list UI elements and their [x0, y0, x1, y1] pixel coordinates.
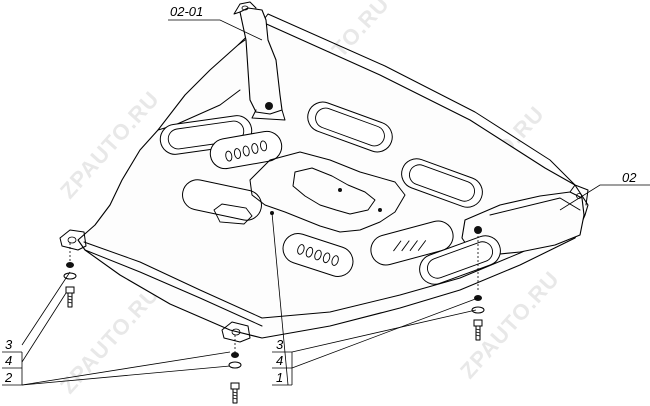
slot-inner: [315, 107, 385, 147]
leader-left-3: [21, 271, 71, 346]
plate-rear-lip-inner: [237, 39, 246, 46]
vent-slot: [370, 220, 454, 266]
slot: [401, 158, 483, 208]
washer-center: [231, 352, 239, 358]
slot-inner: [426, 241, 494, 279]
bracket-02-01-foot: [251, 109, 286, 121]
spring-washer-left: [63, 272, 77, 280]
callout-labels: 02-01 02 3 4 2 3 4 1: [4, 4, 637, 385]
central-rib-inner: [292, 167, 376, 215]
spring-washer-center: [228, 361, 242, 369]
bracket-02-ridge: [489, 197, 581, 216]
front-tab-center-hole: [231, 328, 241, 336]
label-center-4: 4: [276, 353, 283, 368]
leader-center-4: [291, 297, 479, 369]
stamped-features: [159, 101, 501, 285]
front-tab-left-hole: [67, 236, 77, 244]
bolt-right: [473, 319, 483, 341]
label-left-2: 2: [4, 370, 13, 385]
spring-washer-right: [471, 306, 485, 314]
front-tabs: [59, 229, 251, 343]
vent-holes: [225, 140, 268, 162]
slot-keyhole: [213, 203, 253, 225]
central-rib: [249, 151, 406, 233]
front-tab-left: [59, 229, 87, 251]
leader-left-2a: [21, 351, 231, 386]
bolt-left: [65, 286, 75, 308]
leader-center-3: [291, 309, 477, 353]
label-left-3: 3: [5, 337, 13, 352]
leader-lines: [2, 19, 650, 386]
bolt-center: [230, 382, 240, 404]
label-left-4: 4: [5, 353, 12, 368]
front-tab-center: [221, 321, 251, 343]
slot-inner: [167, 120, 245, 150]
leader-02: [559, 184, 650, 211]
plate-front-bend: [83, 229, 571, 319]
label-center-1: 1: [276, 370, 283, 385]
vent-ribs: [393, 240, 427, 252]
plate-front-edge: [84, 249, 263, 327]
leader-left-4: [21, 292, 67, 363]
bracket-02-01-hole: [241, 5, 249, 11]
bracket-02-tab: [569, 184, 589, 206]
leader-02-01: [168, 19, 263, 41]
rib-dot: [378, 208, 382, 212]
leader-left-2b: [21, 365, 231, 386]
bracket-02-01-nut: [265, 102, 273, 110]
slot: [182, 179, 262, 221]
slot: [419, 235, 501, 285]
label-02-01: 02-01: [170, 4, 203, 19]
vent-holes: [297, 244, 339, 266]
leader-center-1: [271, 212, 289, 386]
bracket-02-01-tab: [233, 1, 257, 15]
fasteners: [63, 236, 485, 404]
plate-rear-lip: [261, 13, 576, 186]
washer-left: [66, 262, 74, 268]
label-center-3: 3: [276, 337, 284, 352]
bracket-02-nut: [474, 226, 482, 234]
slot: [307, 101, 393, 153]
rib-dot: [338, 188, 342, 192]
slot-inner: [408, 164, 476, 202]
plate-top-surface: [77, 21, 589, 339]
label-02: 02: [622, 170, 637, 185]
